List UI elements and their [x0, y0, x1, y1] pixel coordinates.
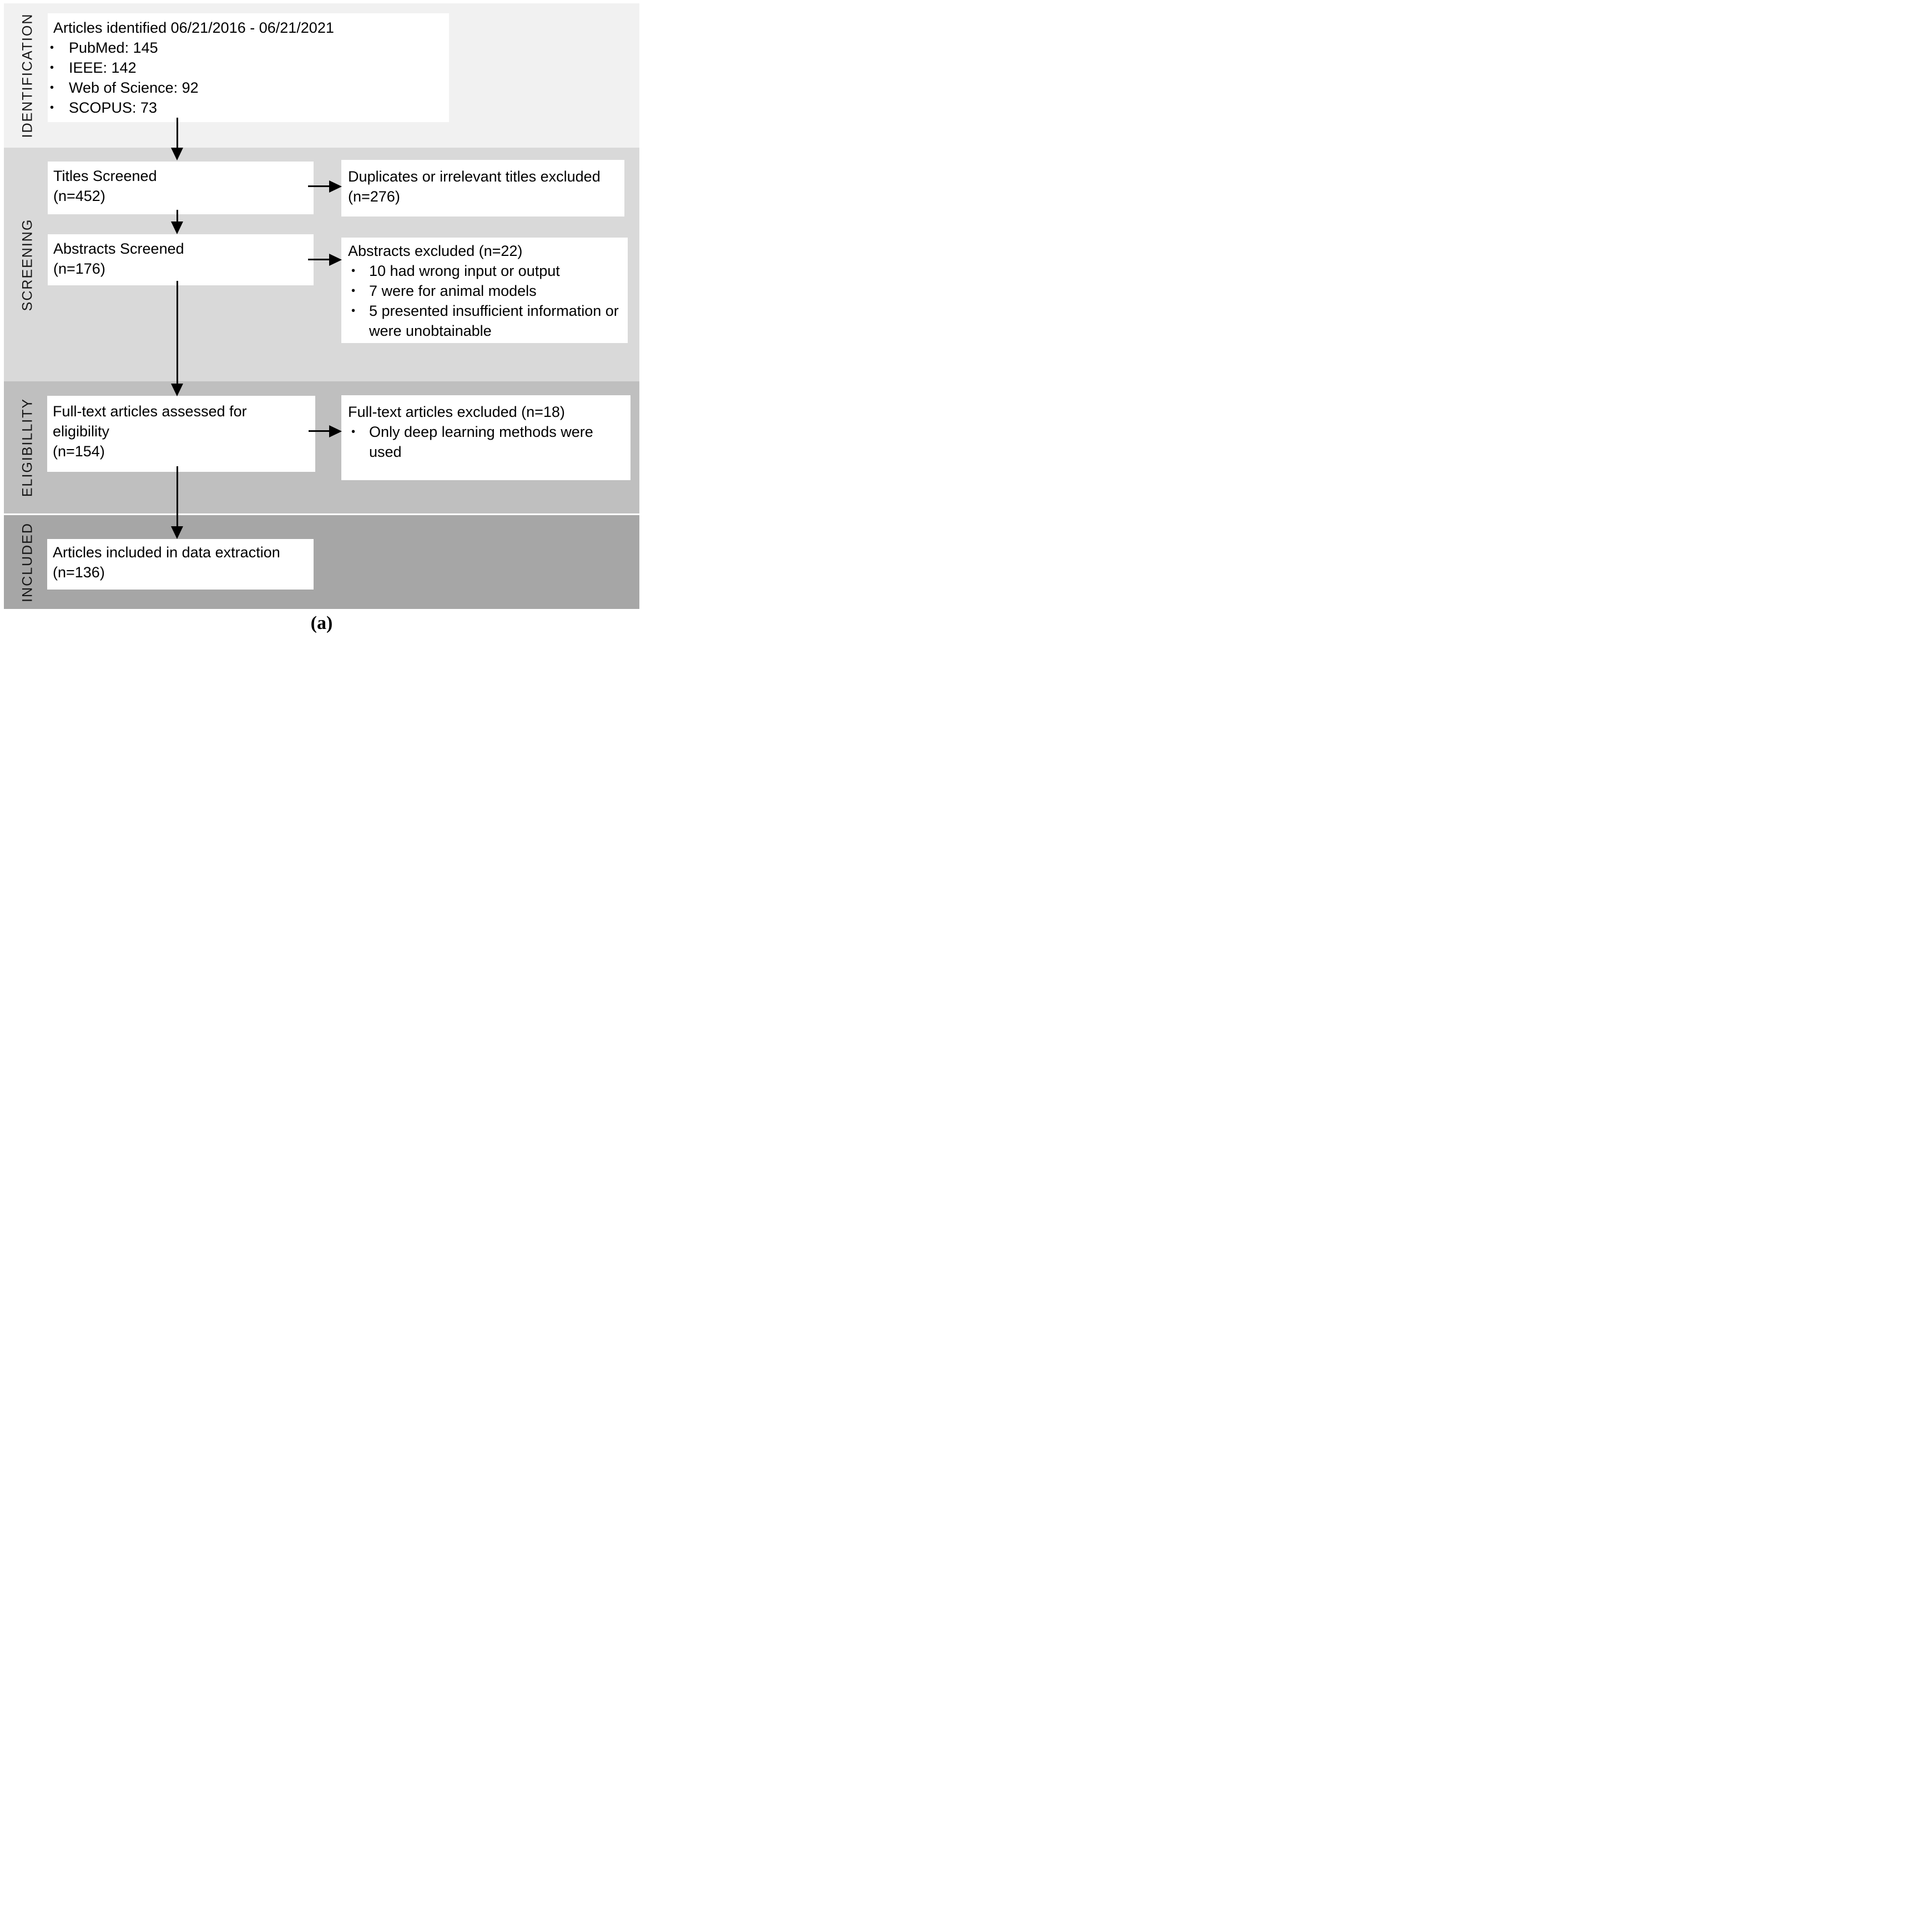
arrow-fulltext-to-included-line	[176, 466, 178, 527]
arrow-titles-to-duplicates-line	[308, 185, 330, 187]
band-label-screening: SCREENING	[19, 218, 36, 311]
list-item: • IEEE: 142	[48, 58, 449, 78]
arrow-identified-to-titles-line	[176, 118, 178, 150]
arrow-abstracts-to-fulltext-line	[176, 281, 178, 385]
source-count: Web of Science: 92	[69, 79, 199, 96]
bullet-icon: •	[50, 42, 54, 54]
box-fulltext-assessed-line1: Full-text articles assessed for	[53, 403, 247, 420]
box-duplicates-excluded: Duplicates or irrelevant titles excluded…	[341, 160, 624, 216]
box-duplicates-excluded-line: Duplicates or irrelevant titles excluded	[348, 168, 601, 185]
exclusion-reason: 10 had wrong input or output	[369, 263, 560, 279]
bullet-icon: •	[351, 305, 356, 317]
band-label-included: INCLUDED	[19, 522, 36, 602]
box-duplicates-excluded-count: (n=276)	[348, 188, 400, 205]
arrow-abstracts-to-excluded-line	[308, 259, 330, 260]
list-item: • PubMed: 145	[48, 38, 449, 58]
figure-caption: (a)	[310, 613, 333, 633]
bullet-icon: •	[50, 102, 54, 114]
box-titles-screened-count: (n=452)	[53, 188, 105, 204]
bullet-icon: •	[351, 426, 356, 438]
box-articles-included-count: (n=136)	[53, 564, 105, 581]
list-item: • SCOPUS: 73	[48, 98, 449, 118]
exclusion-reason: Only deep learning methods were used	[369, 424, 593, 460]
box-titles-screened-line: Titles Screened	[53, 168, 157, 184]
box-titles-screened: Titles Screened (n=452)	[48, 162, 314, 214]
box-articles-included-line: Articles included in data extraction	[53, 544, 280, 561]
box-fulltext-excluded-title: Full-text articles excluded (n=18)	[348, 404, 565, 420]
list-item: • Only deep learning methods were used	[348, 422, 625, 462]
box-abstracts-excluded: Abstracts excluded (n=22) • 10 had wrong…	[341, 238, 628, 343]
band-label-identification: IDENTIFICATION	[19, 13, 36, 138]
source-count: IEEE: 142	[69, 59, 137, 76]
exclusion-reason: 7 were for animal models	[369, 283, 537, 299]
list-item: • Web of Science: 92	[48, 78, 449, 98]
bullet-icon: •	[50, 62, 54, 74]
source-count: PubMed: 145	[69, 39, 158, 56]
box-articles-included: Articles included in data extraction (n=…	[47, 539, 314, 590]
prisma-flow-diagram: IDENTIFICATION SCREENING ELIGIBILLITY IN…	[0, 0, 644, 639]
arrow-abstracts-to-excluded-head	[329, 254, 342, 266]
box-fulltext-excluded: Full-text articles excluded (n=18) • Onl…	[341, 395, 630, 480]
arrow-fulltext-to-excluded-head	[329, 425, 342, 437]
box-fulltext-assessed-line2: eligibility	[53, 423, 110, 440]
arrow-identified-to-titles-head	[171, 148, 183, 160]
list-item: • 5 presented insufficient information o…	[348, 301, 624, 341]
box-articles-identified-title: Articles identified 06/21/2016 - 06/21/2…	[53, 19, 334, 36]
box-articles-identified: Articles identified 06/21/2016 - 06/21/2…	[48, 13, 449, 122]
bullet-icon: •	[50, 82, 54, 94]
band-label-eligibility: ELIGIBILLITY	[19, 397, 36, 497]
source-count: SCOPUS: 73	[69, 99, 158, 116]
box-fulltext-assessed-count: (n=154)	[53, 443, 105, 460]
box-abstracts-screened: Abstracts Screened (n=176)	[48, 234, 314, 285]
arrow-titles-to-abstracts-line	[176, 210, 178, 223]
box-abstracts-excluded-title: Abstracts excluded (n=22)	[348, 243, 523, 259]
list-item: • 7 were for animal models	[348, 281, 624, 301]
list-item: • 10 had wrong input or output	[348, 261, 624, 281]
arrow-fulltext-to-excluded-line	[309, 430, 330, 432]
arrow-fulltext-to-included-head	[171, 526, 183, 539]
arrow-titles-to-duplicates-head	[329, 180, 342, 193]
box-abstracts-screened-line: Abstracts Screened	[53, 240, 184, 257]
bullet-icon: •	[351, 265, 356, 277]
exclusion-reason: 5 presented insufficient information or …	[369, 303, 619, 339]
bullet-icon: •	[351, 285, 356, 297]
box-abstracts-screened-count: (n=176)	[53, 260, 105, 277]
arrow-abstracts-to-fulltext-head	[171, 384, 183, 396]
box-fulltext-assessed: Full-text articles assessed for eligibil…	[47, 396, 315, 472]
arrow-titles-to-abstracts-head	[171, 221, 183, 234]
